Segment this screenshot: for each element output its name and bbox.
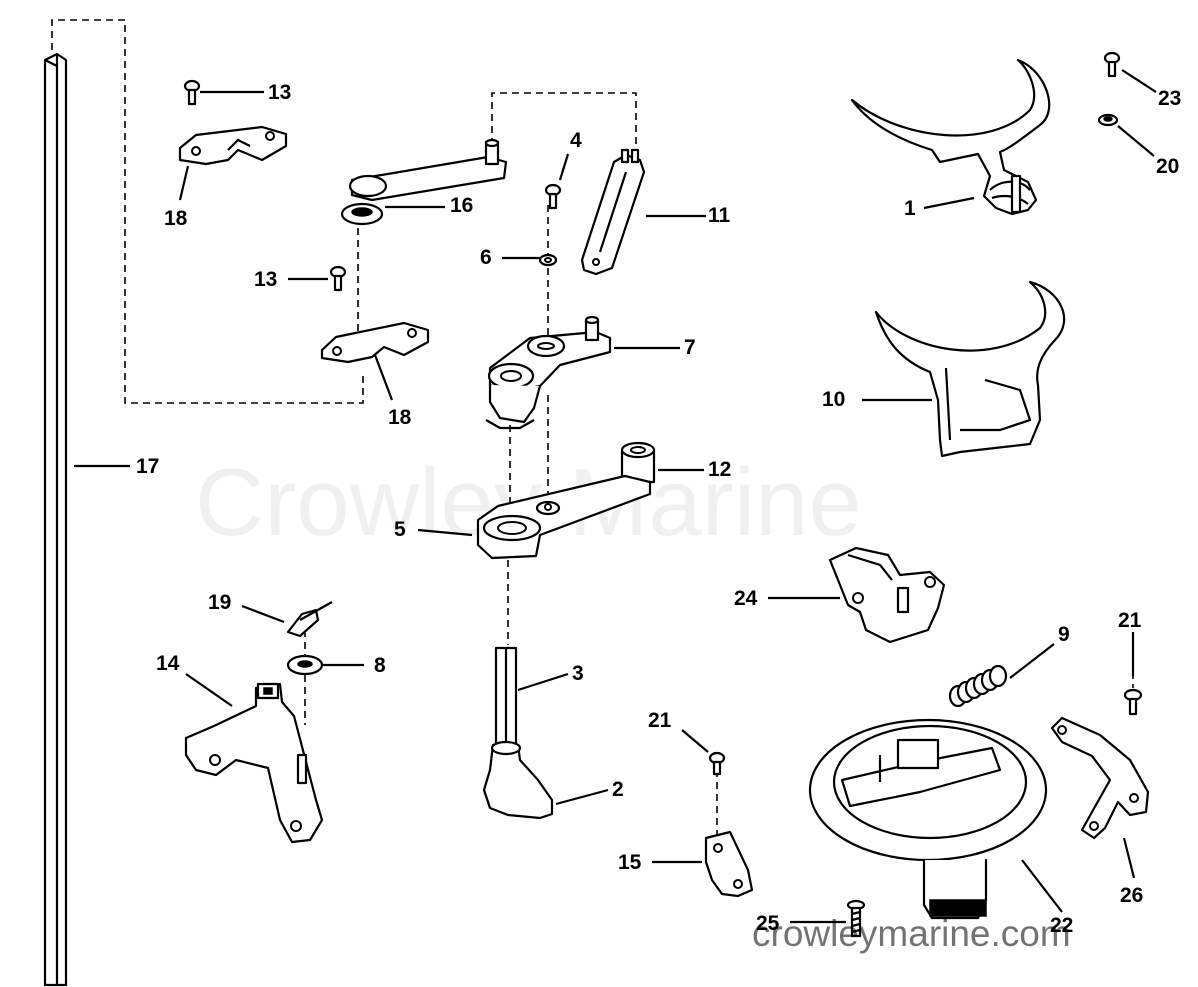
callout-6: 6 xyxy=(480,246,492,269)
part-3-shaft xyxy=(494,646,518,750)
part-9-spring xyxy=(948,664,1008,708)
callout-16: 16 xyxy=(450,194,473,217)
callout-13-top: 13 xyxy=(268,81,291,104)
part-13-screw-middle xyxy=(329,265,347,292)
part-18-bracket-middle xyxy=(320,321,430,364)
callout-9: 9 xyxy=(1058,623,1070,646)
part-25-screw xyxy=(846,899,866,938)
part-23-screw xyxy=(1103,51,1121,78)
callout-leaders xyxy=(74,69,1157,924)
callout-4: 4 xyxy=(570,129,582,152)
callout-2: 2 xyxy=(612,778,624,801)
callout-26: 26 xyxy=(1120,884,1143,907)
callout-12: 12 xyxy=(708,458,731,481)
callout-20: 20 xyxy=(1156,155,1179,178)
part-24-switch-block xyxy=(828,546,946,644)
part-14-bracket xyxy=(184,682,324,844)
callout-15: 15 xyxy=(618,851,642,874)
part-19-clip xyxy=(286,601,333,638)
part-16-lever xyxy=(340,138,508,226)
footer-url: crowleymarine.com xyxy=(752,913,1071,954)
part-8-washer xyxy=(286,654,324,676)
callout-17: 17 xyxy=(136,455,159,478)
part-15-bracket xyxy=(704,830,754,898)
part-11-link xyxy=(580,148,646,276)
part-22-base-plate xyxy=(808,718,1048,920)
part-4-screw xyxy=(544,183,562,210)
callout-13-middle: 13 xyxy=(254,268,277,291)
part-17-rod xyxy=(43,52,68,987)
part-7-lever xyxy=(485,315,612,430)
callout-22: 22 xyxy=(1050,914,1073,937)
assembly-guide-lines xyxy=(51,19,1134,838)
part-21-screw-right xyxy=(1123,688,1143,716)
callout-1: 1 xyxy=(904,197,916,220)
callout-18-top: 18 xyxy=(164,207,188,230)
callout-8: 8 xyxy=(374,654,386,677)
callout-3: 3 xyxy=(572,662,584,685)
callout-18-middle: 18 xyxy=(388,406,412,429)
callout-21-right: 21 xyxy=(1118,609,1142,632)
part-2-foot xyxy=(482,740,554,820)
part-21-screw-center xyxy=(708,751,726,776)
callout-7: 7 xyxy=(684,336,696,359)
callout-25: 25 xyxy=(756,912,780,935)
part-6-washer xyxy=(538,253,558,267)
callout-5: 5 xyxy=(394,518,406,541)
callout-14: 14 xyxy=(156,652,180,675)
callout-10: 10 xyxy=(822,388,845,411)
part-1-ring xyxy=(850,58,1051,216)
callout-labels: 13 18 16 13 18 17 4 6 11 7 12 5 19 8 14 … xyxy=(136,81,1181,937)
part-5-lever xyxy=(476,474,652,560)
part-12-arm-collar xyxy=(620,441,656,484)
callout-23: 23 xyxy=(1158,87,1181,110)
part-20-washer xyxy=(1097,113,1119,127)
callout-24: 24 xyxy=(734,587,758,610)
part-10-ring-bracket xyxy=(874,280,1066,458)
callout-21-center: 21 xyxy=(648,709,672,732)
part-18-bracket-top xyxy=(178,125,288,166)
part-26-curved-bracket xyxy=(1050,716,1150,840)
callout-19: 19 xyxy=(208,591,231,614)
part-13-screw-top xyxy=(183,79,201,106)
callout-11: 11 xyxy=(708,204,731,227)
